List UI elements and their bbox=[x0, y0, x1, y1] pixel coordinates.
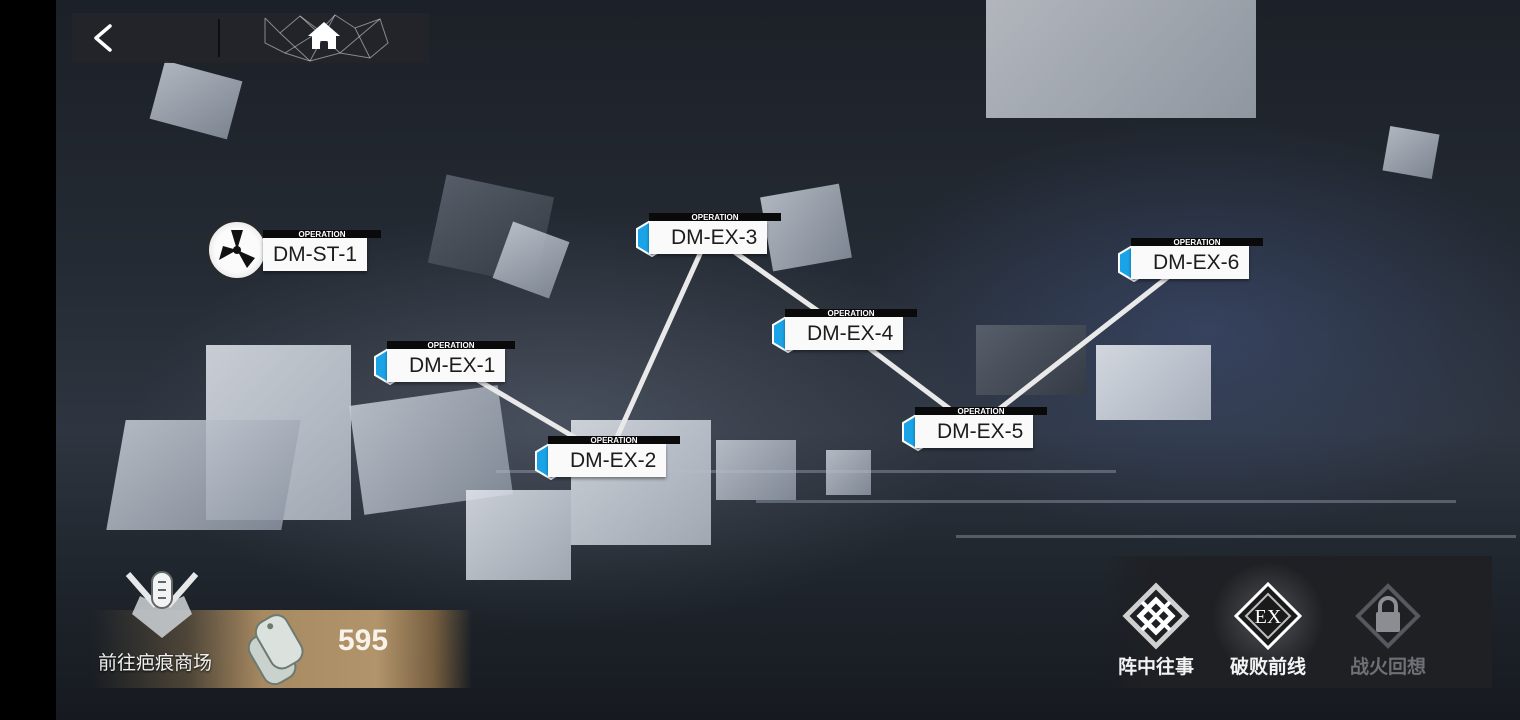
tab-ruined-front[interactable]: EX 破败前线 bbox=[1212, 556, 1324, 688]
stage-code: DM-EX-2 bbox=[548, 444, 667, 477]
bg-screen bbox=[1096, 345, 1211, 420]
home-icon bbox=[264, 14, 389, 62]
svg-text:EX: EX bbox=[1255, 606, 1282, 628]
tab-label: 破败前线 bbox=[1229, 657, 1306, 678]
tab-war-memories[interactable]: 战火回想 bbox=[1332, 556, 1444, 688]
stage-node-dm-ex-5[interactable]: OPERATION DM-EX-5 bbox=[901, 407, 1049, 451]
tab-label: 阵中往事 bbox=[1117, 657, 1194, 678]
operation-tag: OPERATION bbox=[548, 436, 680, 445]
home-button[interactable] bbox=[220, 13, 429, 63]
tab-label: 战火回想 bbox=[1349, 657, 1426, 678]
operation-tag: OPERATION bbox=[387, 341, 515, 350]
floor-stripe bbox=[756, 500, 1456, 503]
bg-cube bbox=[1382, 126, 1440, 179]
nav-divider bbox=[218, 19, 220, 57]
stage-node-dm-ex-3[interactable]: OPERATION DM-EX-3 bbox=[635, 213, 783, 257]
tab-past-in-formation[interactable]: 阵中往事 bbox=[1100, 556, 1212, 688]
stage-code: DM-EX-3 bbox=[649, 221, 768, 254]
back-button[interactable] bbox=[72, 13, 218, 63]
story-emblem-icon bbox=[207, 220, 267, 280]
dog-tag-icon bbox=[247, 614, 304, 686]
stage-code: DM-ST-1 bbox=[263, 238, 367, 271]
lock-icon bbox=[1355, 583, 1421, 649]
operation-tag: OPERATION bbox=[915, 407, 1047, 416]
floor-stripe bbox=[496, 470, 1116, 473]
stage-code: DM-EX-5 bbox=[915, 415, 1034, 448]
chapter-tabs: 阵中往事 EX 破败前线 战火回想 bbox=[1100, 556, 1492, 688]
bg-cube bbox=[716, 440, 796, 500]
chevron-left-icon bbox=[94, 24, 112, 52]
scar-shop-button[interactable]: 前往疤痕商场 595 bbox=[92, 566, 492, 690]
bg-cube bbox=[826, 450, 871, 495]
stage-node-dm-ex-2[interactable]: OPERATION DM-EX-2 bbox=[534, 436, 682, 480]
stage-node-dm-ex-6[interactable]: OPERATION DM-EX-6 bbox=[1117, 238, 1265, 282]
stage-node-dm-ex-1[interactable]: OPERATION DM-EX-1 bbox=[373, 341, 521, 385]
stage-node-dm-ex-4[interactable]: OPERATION DM-EX-4 bbox=[771, 309, 919, 353]
stage-code: DM-EX-1 bbox=[387, 349, 506, 382]
currency-count: 595 bbox=[338, 624, 389, 657]
bg-cube bbox=[466, 490, 571, 580]
floor-stripe bbox=[956, 535, 1516, 538]
diamond-emblem-icon bbox=[1122, 582, 1190, 650]
bg-cube bbox=[976, 325, 1086, 395]
bg-screen bbox=[986, 0, 1256, 118]
microphone-badge-icon bbox=[125, 571, 199, 638]
operation-tag: OPERATION bbox=[785, 309, 917, 318]
ex-diamond-icon: EX bbox=[1234, 582, 1302, 650]
operation-tag: OPERATION bbox=[1131, 238, 1263, 247]
stage-node-dm-st-1[interactable]: OPERATION DM-ST-1 bbox=[207, 220, 383, 280]
shop-label: 前往疤痕商场 bbox=[98, 653, 213, 674]
stage-code: DM-EX-6 bbox=[1131, 246, 1250, 279]
stage-code: DM-EX-4 bbox=[785, 317, 904, 350]
bg-cube bbox=[149, 60, 243, 140]
top-nav-bar bbox=[72, 13, 429, 63]
bg-cube bbox=[106, 420, 301, 530]
operation-tag: OPERATION bbox=[649, 213, 781, 222]
operation-tag: OPERATION bbox=[263, 230, 381, 239]
